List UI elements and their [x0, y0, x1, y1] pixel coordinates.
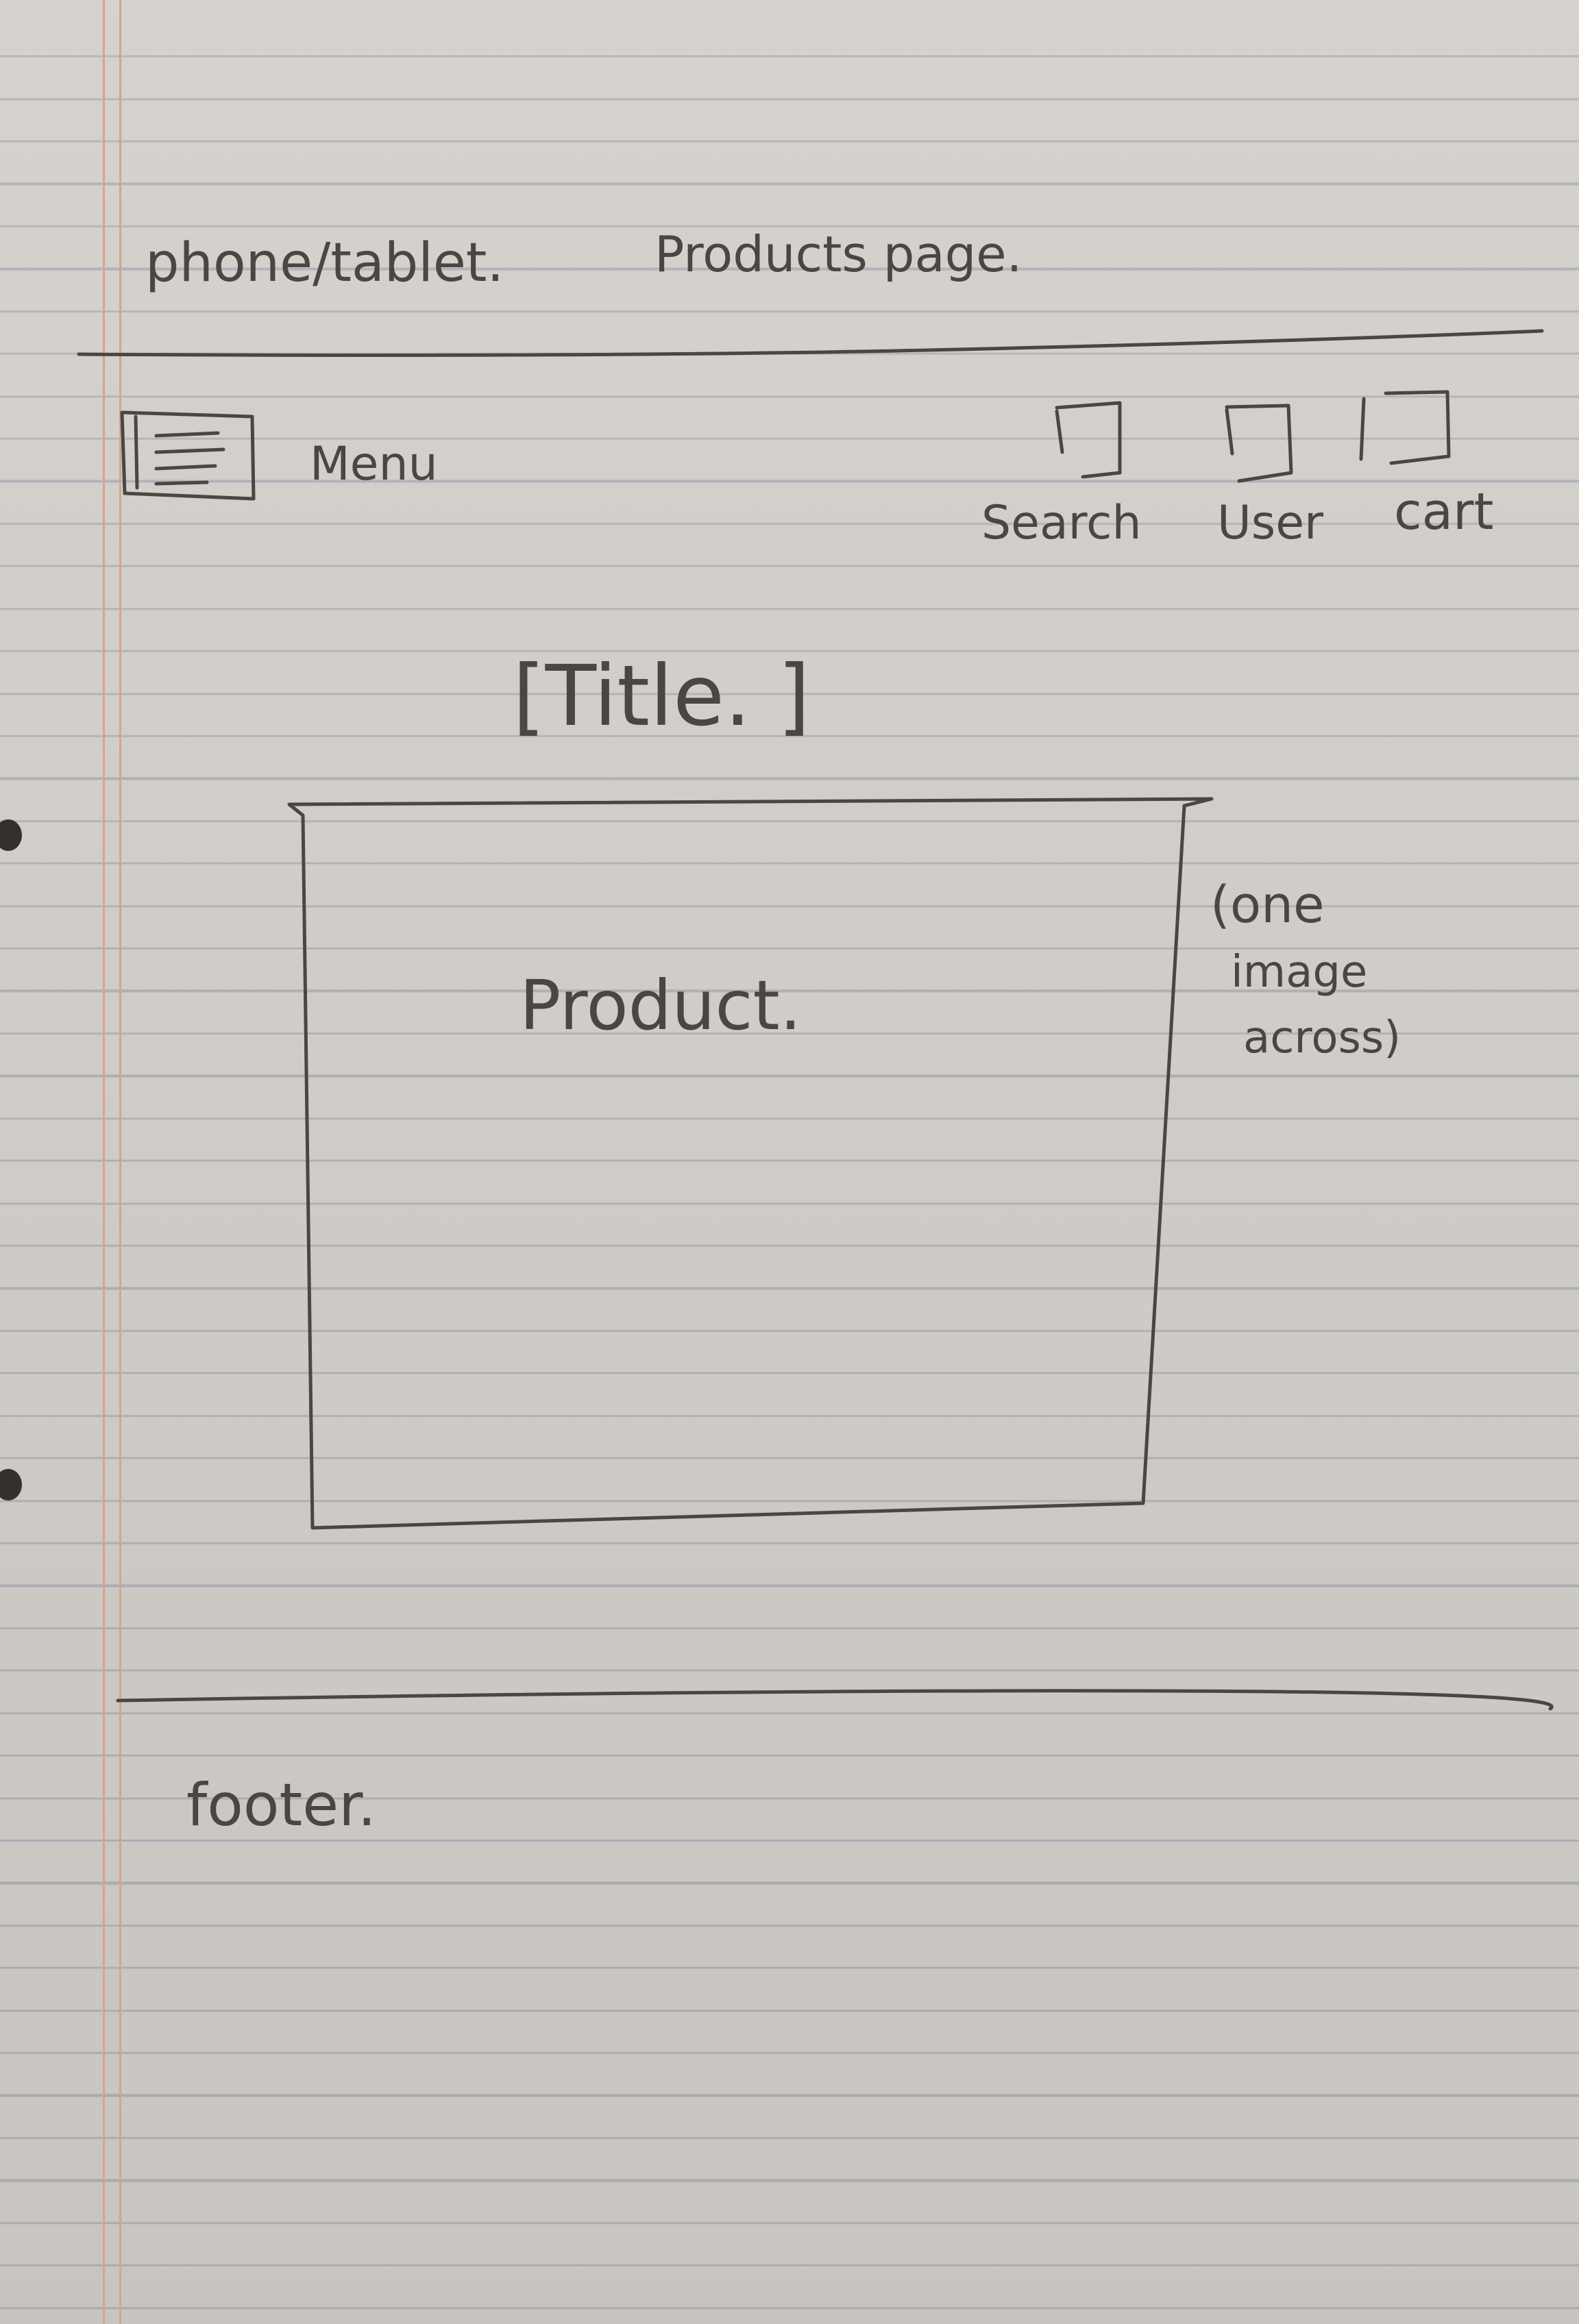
page-label: Products page. [654, 225, 1022, 283]
page-title: [Title. ] [513, 647, 810, 745]
margin-line [103, 0, 105, 2324]
user-label[interactable]: User [1217, 496, 1323, 550]
product-label: Product. [519, 965, 801, 1046]
binder-hole-bottom [0, 1469, 22, 1500]
binder-hole-top [0, 819, 22, 851]
header-divider [77, 329, 1544, 357]
user-icon[interactable] [1225, 404, 1293, 483]
device-label: phone/tablet. [145, 232, 504, 294]
footer-divider [116, 1689, 1554, 1711]
cart-icon[interactable] [1359, 390, 1451, 465]
search-label[interactable]: Search [981, 496, 1142, 550]
layout-note-line-2: image [1231, 947, 1367, 998]
search-icon[interactable] [1055, 401, 1122, 479]
footer-label: footer. [186, 1771, 376, 1840]
hamburger-icon[interactable] [120, 410, 256, 501]
margin-line-inner [119, 0, 121, 2324]
menu-label[interactable]: Menu [310, 437, 438, 491]
layout-note-line-3: across) [1243, 1013, 1401, 1063]
product-box [287, 797, 1214, 1530]
cart-label[interactable]: cart [1394, 482, 1493, 541]
layout-note-line-1: (one [1210, 876, 1325, 935]
